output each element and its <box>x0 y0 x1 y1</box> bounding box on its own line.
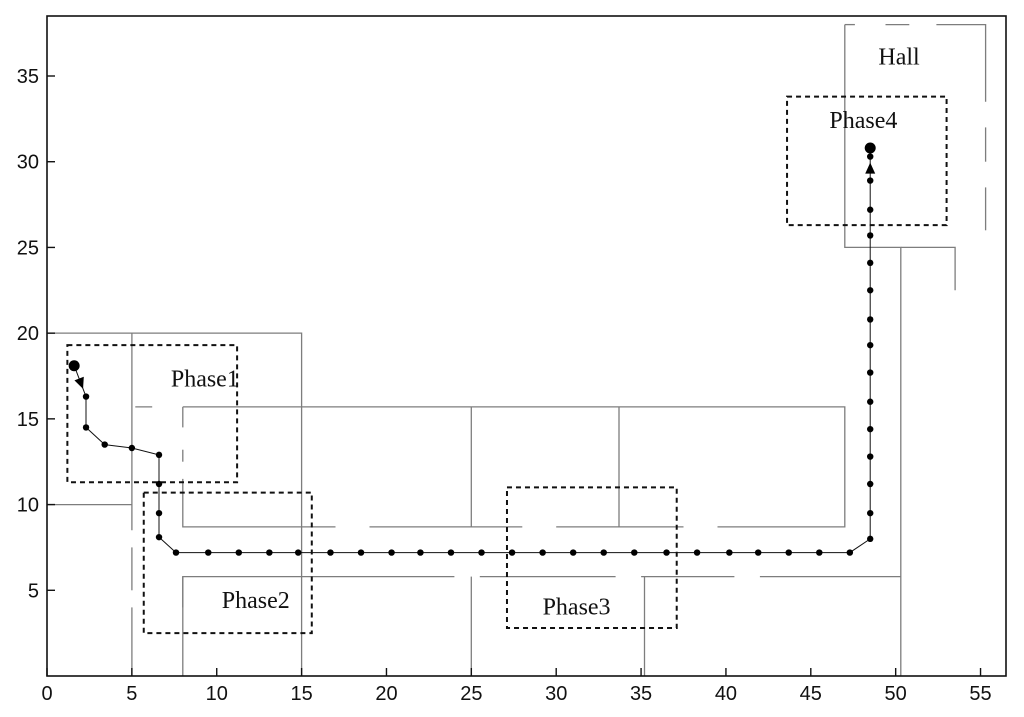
wall-segment <box>182 478 336 528</box>
trajectory-point <box>867 453 874 460</box>
y-tick-label: 25 <box>17 237 39 259</box>
trajectory-point <box>327 549 334 556</box>
trajectory-point <box>867 177 874 184</box>
trajectory-point <box>867 341 874 349</box>
x-tick-label: 45 <box>800 683 822 705</box>
trajectory-point <box>101 441 108 448</box>
phase-label-4: Phase4 <box>829 108 897 134</box>
x-tick-label: 20 <box>375 683 397 705</box>
trajectory-point <box>447 549 455 556</box>
trajectory-point <box>205 549 212 556</box>
trajectory-line <box>73 148 871 554</box>
trajectory-point <box>235 549 242 556</box>
x-tick-label: 50 <box>885 683 907 705</box>
trajectory-point <box>295 549 302 556</box>
y-tick-label: 30 <box>17 152 39 174</box>
trajectory-point <box>155 509 163 517</box>
trajectory-point <box>867 398 874 405</box>
wall-segment <box>844 24 902 676</box>
start-point <box>68 360 80 372</box>
trajectory-point <box>867 535 874 543</box>
trajectory-point <box>172 549 180 556</box>
y-tick-label: 5 <box>28 580 39 602</box>
x-tick-label: 25 <box>460 683 482 705</box>
y-tick-label: 20 <box>17 323 39 345</box>
phase-regions <box>66 95 948 635</box>
trajectory-point <box>539 549 546 556</box>
y-tick-label: 10 <box>17 495 39 517</box>
start-arrowhead <box>74 376 84 389</box>
trajectory-point <box>600 549 607 556</box>
phase-box-3 <box>505 486 678 629</box>
trajectory-point <box>266 549 273 556</box>
trajectory-point <box>82 393 90 400</box>
x-tick-label: 0 <box>41 683 52 705</box>
y-tick-label: 35 <box>17 66 39 88</box>
phase-box-1 <box>66 344 239 484</box>
phase-box-2 <box>142 491 313 635</box>
trajectory-point <box>867 480 874 488</box>
trajectory-point <box>569 549 577 556</box>
trajectory-point <box>155 533 163 541</box>
y-tick-label: 15 <box>17 409 39 431</box>
hall-label: Hall <box>878 44 920 70</box>
trajectory-point <box>726 549 733 556</box>
x-tick-label: 15 <box>290 683 312 705</box>
wall-segment <box>900 246 956 291</box>
end-arrowhead <box>865 162 876 174</box>
trajectory-point <box>867 206 874 213</box>
trajectory-point <box>128 444 136 452</box>
x-tick-label: 55 <box>969 683 991 705</box>
phase-label-3: Phase3 <box>543 595 611 621</box>
trajectory-point <box>478 549 485 556</box>
trajectory-point <box>754 549 762 556</box>
trajectory-point <box>867 369 874 376</box>
trajectory-point <box>867 153 874 160</box>
x-tick-label: 30 <box>545 683 567 705</box>
floor-plan-walls <box>47 23 987 676</box>
trajectory-point <box>846 549 854 556</box>
phase-label-1: Phase1 <box>171 367 239 393</box>
trajectory-point <box>155 451 163 459</box>
trajectory-point <box>417 549 424 556</box>
plot-frame <box>46 15 1007 677</box>
wall-segment <box>182 406 846 528</box>
end-point <box>864 142 876 154</box>
x-tick-label: 10 <box>206 683 228 705</box>
trajectory-point <box>785 549 792 556</box>
trajectory-point <box>867 259 874 267</box>
trajectory-path <box>68 142 876 556</box>
trajectory-point <box>631 549 638 556</box>
trajectory-point <box>388 549 395 556</box>
trajectory-point <box>867 509 874 517</box>
wall-segment <box>936 23 987 102</box>
phase-label-2: Phase2 <box>222 588 290 614</box>
trajectory-point <box>82 424 90 431</box>
trajectory-point <box>357 549 365 556</box>
x-tick-label: 40 <box>715 683 737 705</box>
trajectory-point <box>867 316 874 323</box>
trajectory-point <box>867 287 874 294</box>
trajectory-point <box>867 232 874 239</box>
trajectory-point <box>155 480 163 488</box>
trajectory-point <box>508 549 516 556</box>
trajectory-point <box>693 549 701 556</box>
trajectory-point <box>663 549 670 556</box>
trajectory-point <box>867 425 874 433</box>
x-tick-label: 35 <box>630 683 652 705</box>
x-tick-label: 5 <box>126 683 137 705</box>
trajectory-point <box>816 549 823 556</box>
